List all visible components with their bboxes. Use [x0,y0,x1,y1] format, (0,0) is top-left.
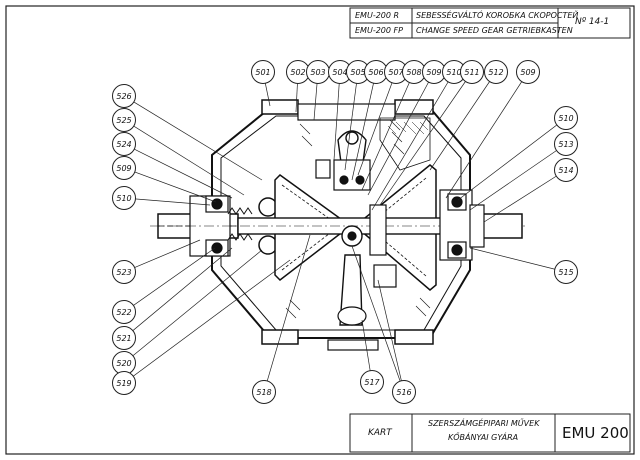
part-callout-524: 524 [112,132,136,156]
leader-lines [123,71,567,393]
part-callout-522: 522 [112,300,136,324]
code-line-2: EMU-200 FP [355,26,403,35]
part-callout-517: 517 [360,370,384,394]
description-line-2: CHANGE SPEED GEAR GETRIEBKASTEN [416,26,573,35]
part-callout-513: 513 [554,132,578,156]
part-callout-510: 510 [112,186,136,210]
part-callout-526: 526 [112,84,136,108]
part-callout-515: 515 [554,260,578,284]
part-callout-510: 510 [554,106,578,130]
gearbox-assembly [150,99,525,351]
model-label: EMU 200 [562,424,629,442]
drawing-border [5,5,635,455]
maker-line-1: SZERSZÁMGÉPIPARI MŰVEK [428,419,540,428]
sheet-number: Nº 14-1 [575,17,610,27]
bottom-title-block [349,413,631,453]
part-callout-514: 514 [554,158,578,182]
part-callout-523: 523 [112,260,136,284]
kart-label: KART [368,428,392,438]
part-callout-521: 521 [112,326,136,350]
code-line-1: EMU-200 R [355,11,400,20]
part-callout-509: 509 [516,60,540,84]
part-callout-503: 503 [306,60,330,84]
maker-line-2: KŐBÁNYAI GYÁRA [448,433,519,442]
part-callout-525: 525 [112,108,136,132]
part-callout-511: 511 [460,60,484,84]
part-callout-519: 519 [112,371,136,395]
top-title-block [349,7,631,39]
part-callout-501: 501 [251,60,275,84]
description-line-1: SEBESSÉGVÁLTÓ KOROБКА СКОРОСТЕЙ [416,11,579,20]
part-callout-516: 516 [392,380,416,404]
part-callout-512: 512 [484,60,508,84]
part-callout-518: 518 [252,380,276,404]
part-callout-509: 509 [112,156,136,180]
